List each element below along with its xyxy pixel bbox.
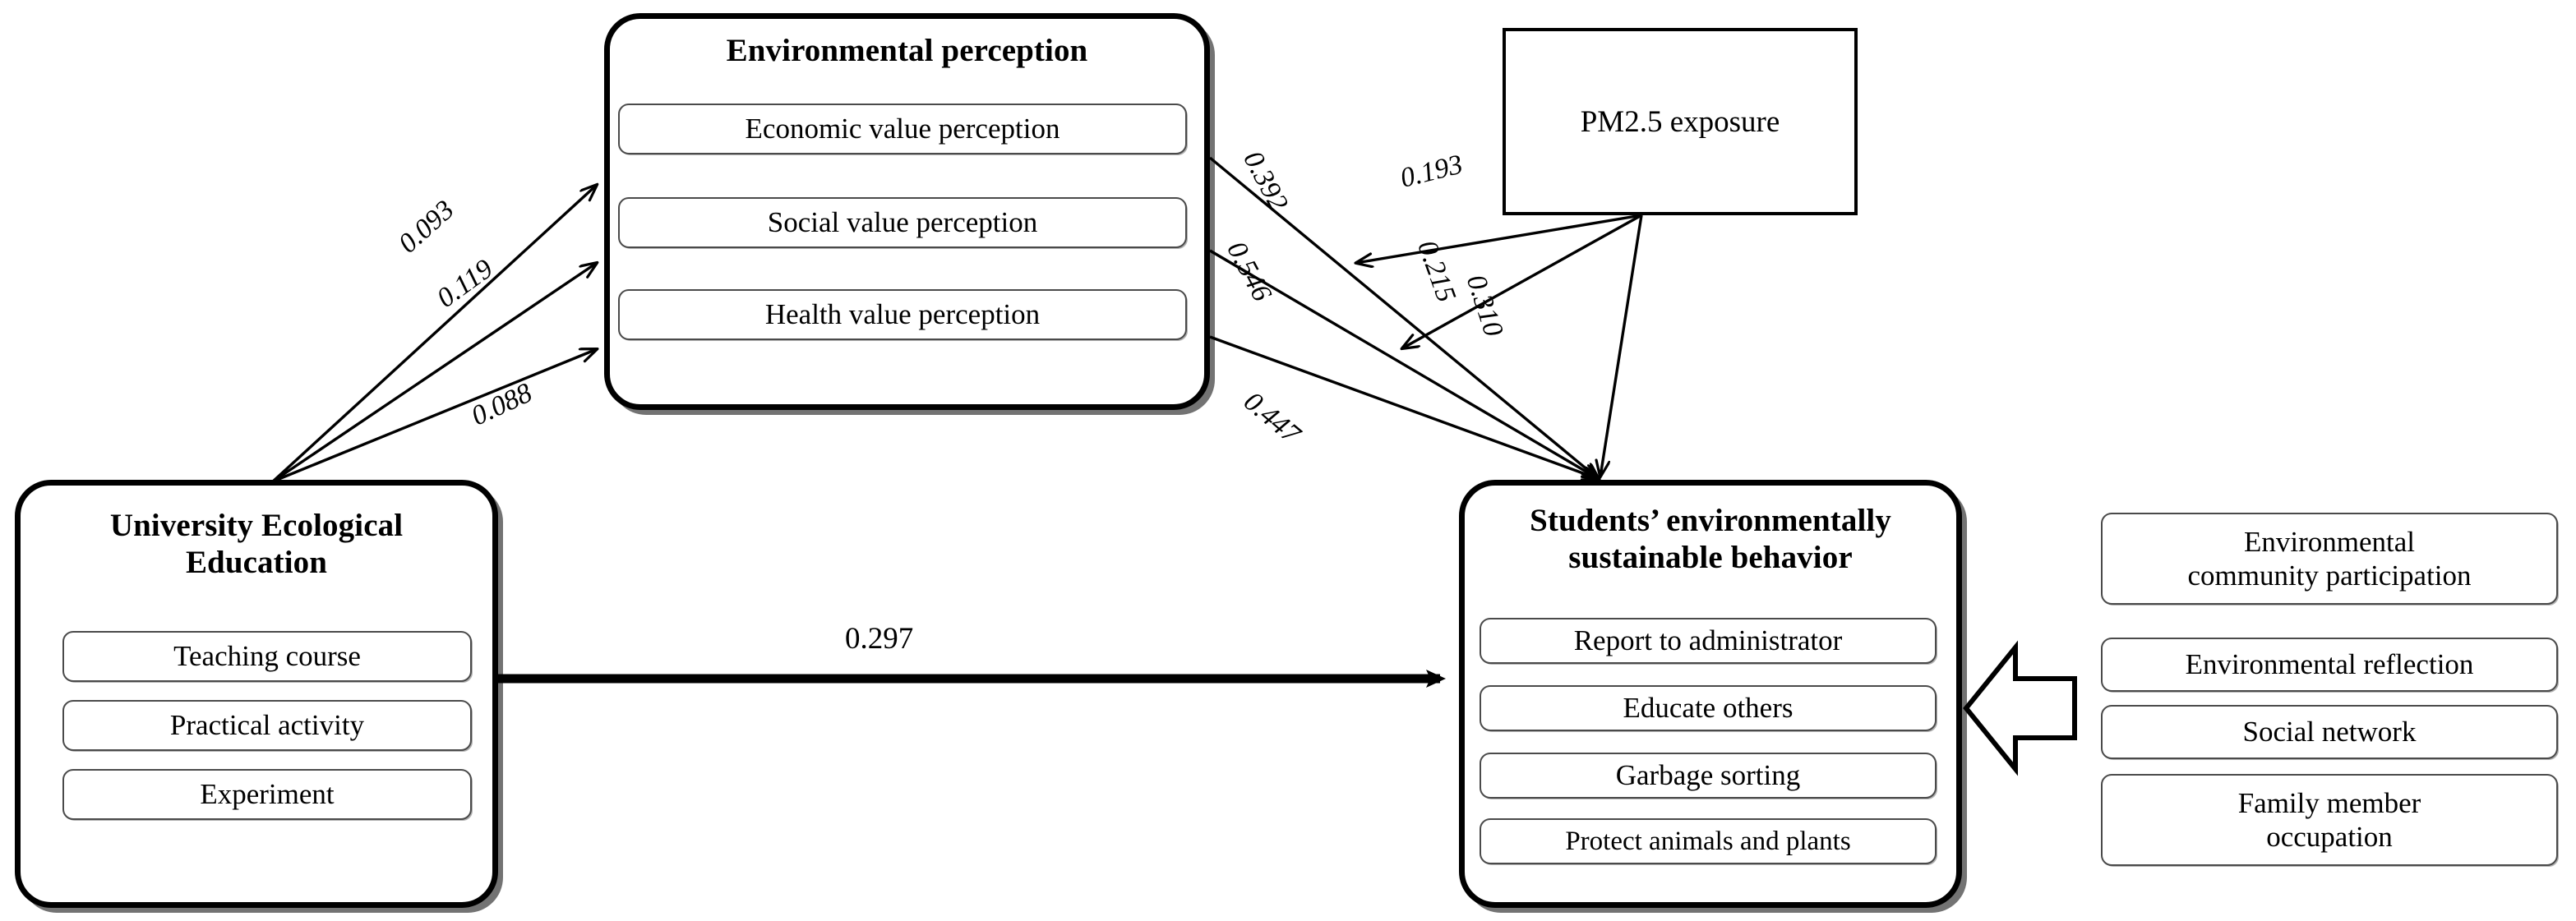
behavior-title-line1: Students’ environmentally	[1530, 503, 1891, 538]
coef-edu-to-behavior: 0.297	[845, 622, 914, 656]
university-title: University Ecological Education	[21, 507, 492, 581]
context-3-line1: Family member	[2237, 786, 2421, 819]
indicator-garbage-sorting[interactable]: Garbage sorting	[1480, 753, 1937, 799]
indicator-protect-animals-and-plants[interactable]: Protect animals and plants	[1480, 818, 1937, 864]
context-block-arrow	[1963, 640, 2077, 776]
path-edu-to-social	[272, 263, 597, 483]
path-pm25-to-economic	[1356, 214, 1642, 263]
construct-university-ecological-education[interactable]: University Ecological Education	[15, 480, 498, 908]
path-pm25-to-behavior	[1600, 214, 1643, 477]
indicator-experiment[interactable]: Experiment	[62, 769, 472, 820]
context-box-environmental-reflection[interactable]: Environmental reflection	[2101, 638, 2558, 692]
indicator-teaching-course[interactable]: Teaching course	[62, 631, 472, 682]
coef-pm25-to-economic: 0.193	[1397, 149, 1466, 194]
indicator-report-to-administrator[interactable]: Report to administrator	[1480, 618, 1937, 664]
context-box-environmental-community-participation[interactable]: Environmental community participation	[2101, 513, 2558, 605]
indicator-practical-activity[interactable]: Practical activity	[62, 700, 472, 751]
coef-social-to-behavior: 0.546	[1221, 237, 1277, 306]
coef-edu-to-social: 0.119	[432, 253, 499, 314]
context-0-line1: Environmental	[2243, 525, 2415, 558]
context-3-line2: occupation	[2266, 821, 2393, 853]
indicator-social-value-perception[interactable]: Social value perception	[618, 197, 1187, 248]
context-box-social-network[interactable]: Social network	[2101, 705, 2558, 759]
coef-economic-to-behavior: 0.392	[1237, 146, 1294, 216]
coef-pm25-to-social: 0.215	[1411, 237, 1462, 306]
behavior-title: Students’ environmentally sustainable be…	[1465, 502, 1956, 576]
coef-pm25-to-behavior: 0.310	[1460, 271, 1509, 341]
coef-edu-to-health: 0.088	[467, 377, 537, 432]
coef-edu-to-economic: 0.093	[393, 194, 460, 260]
university-title-line2: Education	[185, 545, 328, 581]
indicator-educate-others[interactable]: Educate others	[1480, 685, 1937, 731]
coef-health-to-behavior: 0.447	[1238, 386, 1306, 450]
path-edu-to-health	[272, 349, 597, 483]
perception-title: Environmental perception	[726, 33, 1088, 68]
behavior-title-line2: sustainable behavior	[1568, 540, 1853, 576]
context-0-line2: community participation	[2187, 560, 2472, 592]
indicator-economic-value-perception[interactable]: Economic value perception	[618, 104, 1187, 154]
context-box-family-member-occupation[interactable]: Family member occupation	[2101, 774, 2558, 866]
university-title-line1: University Ecological	[109, 508, 404, 543]
indicator-health-value-perception[interactable]: Health value perception	[618, 289, 1187, 340]
box-pm25-exposure[interactable]: PM2.5 exposure	[1503, 28, 1858, 215]
